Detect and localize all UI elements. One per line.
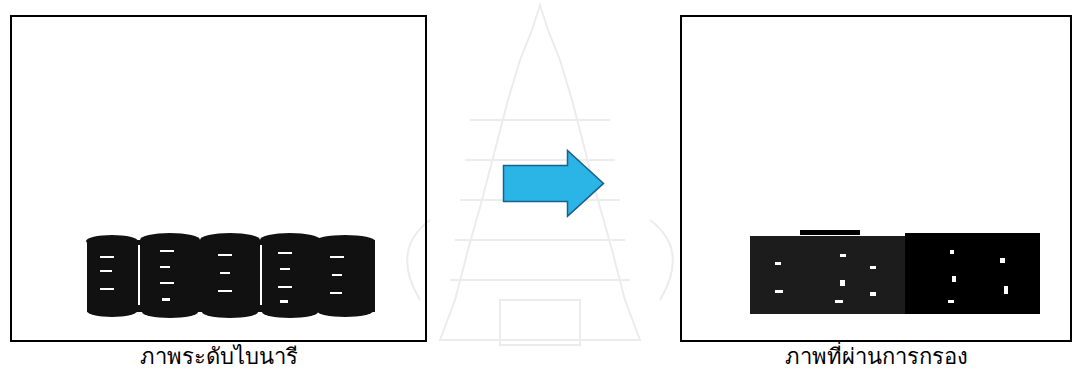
image-panel: ภาพที่ผ่านการกรอง: [680, 15, 1072, 342]
watermark-emblem: [407, 5, 673, 345]
block-arrow: [504, 150, 604, 216]
arrow-shape: [504, 150, 604, 216]
image-panel: ภาพระดับไบนารี: [10, 15, 427, 342]
panel-caption: ภาพที่ผ่านการกรอง: [622, 344, 1080, 369]
panel-caption: ภาพระดับไบนารี: [0, 344, 485, 369]
binary-objects: [86, 230, 1040, 318]
